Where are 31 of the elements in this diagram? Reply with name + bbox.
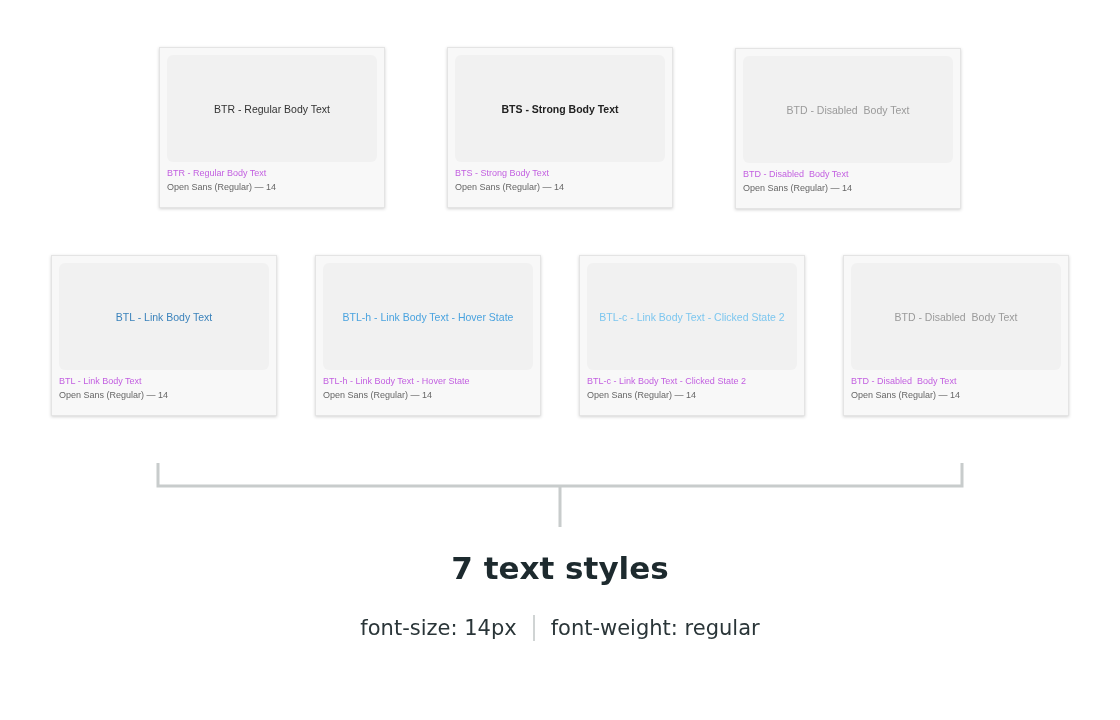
style-name: BTL-h - Link Body Text - Hover State — [323, 376, 470, 386]
sample-text: BTD - Disabled Body Text — [786, 103, 910, 116]
font-spec: Open Sans (Regular) — 14 — [455, 182, 565, 192]
sample-text: BTR - Regular Body Text — [214, 102, 330, 115]
style-card — [579, 255, 805, 416]
font-spec: Open Sans (Regular) — 14 — [323, 390, 433, 400]
sample-text: BTL-c - Link Body Text - Clicked State 2 — [599, 310, 785, 323]
sample-text: BTL - Link Body Text — [115, 310, 213, 323]
font-spec: Open Sans (Regular) — 14 — [167, 182, 277, 192]
style-name: BTD - Disabled Body Text — [743, 169, 849, 179]
sample-text: BTL-h - Link Body Text - Hover State — [342, 310, 514, 323]
font-spec: Open Sans (Regular) — 14 — [851, 390, 961, 400]
style-card — [51, 255, 277, 416]
heading: 7 text styles — [450, 550, 670, 586]
spec-text: font-size: 14px — [360, 616, 517, 640]
style-card — [315, 255, 541, 416]
style-name: BTR - Regular Body Text — [167, 168, 267, 178]
sample-text: BTD - Disabled Body Text — [894, 310, 1018, 323]
style-name: BTD - Disabled Body Text — [851, 376, 957, 386]
spec-text: font-weight: regular — [550, 616, 760, 640]
font-spec: Open Sans (Regular) — 14 — [587, 390, 697, 400]
style-name: BTL - Link Body Text — [59, 376, 142, 386]
style-card — [735, 48, 961, 209]
sample-text: BTS - Strong Body Text — [501, 102, 619, 115]
style-card — [843, 255, 1069, 416]
style-name: BTL-c - Link Body Text - Clicked State 2 — [587, 376, 746, 386]
font-spec: Open Sans (Regular) — 14 — [743, 183, 853, 193]
style-name: BTS - Strong Body Text — [455, 168, 549, 178]
style-card — [159, 47, 385, 208]
font-spec: Open Sans (Regular) — 14 — [59, 390, 169, 400]
style-card — [447, 47, 673, 208]
